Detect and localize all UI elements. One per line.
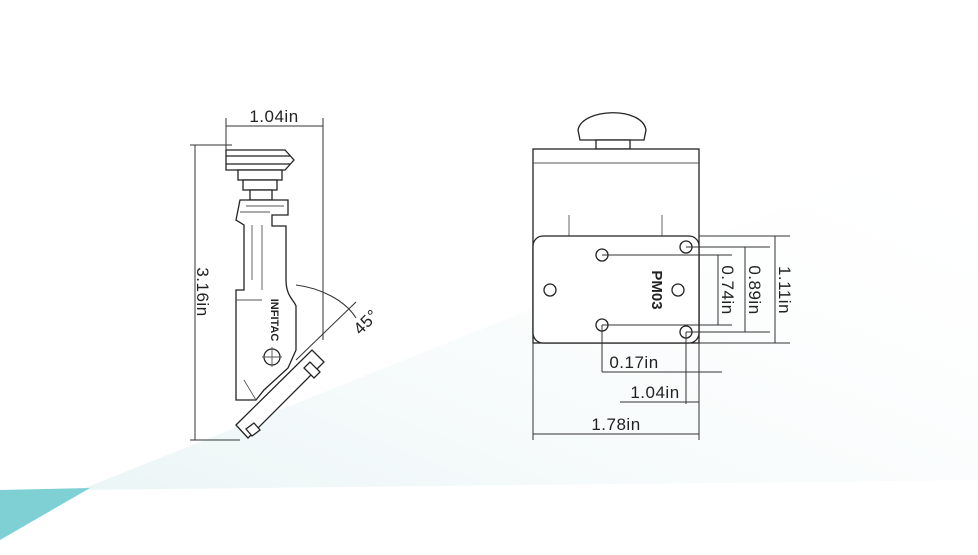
brand-label: INFITAC bbox=[268, 299, 280, 342]
dim-1-04: 1.04in bbox=[630, 383, 679, 402]
mount-body-side: INFITAC bbox=[235, 199, 297, 401]
model-label: PM03 bbox=[648, 270, 665, 309]
front-view: PM03 0.74in 0.89in 1.11in 0.17in 1.04in … bbox=[532, 112, 794, 440]
thumb-knob bbox=[225, 149, 295, 201]
side-width-dimension: 1.04in bbox=[249, 107, 298, 126]
side-height-dimension: 3.16in bbox=[193, 267, 212, 316]
angle-dimension: 45° bbox=[350, 306, 383, 339]
adapter-plate bbox=[532, 235, 700, 344]
hole-mid-right bbox=[671, 283, 685, 297]
angled-base-plate bbox=[235, 349, 325, 439]
accent-corner-shape bbox=[0, 488, 90, 540]
hole-mid-left bbox=[543, 283, 557, 297]
dim-0-89: 0.89in bbox=[745, 265, 764, 314]
front-knob bbox=[577, 112, 647, 150]
dim-1-78: 1.78in bbox=[591, 415, 640, 434]
dim-0-17: 0.17in bbox=[609, 353, 658, 372]
dim-0-74: 0.74in bbox=[718, 265, 737, 314]
side-view: 1.04in 3.16in INFITAC bbox=[190, 107, 383, 441]
background-light-wedge bbox=[80, 130, 978, 490]
dim-1-11: 1.11in bbox=[775, 266, 794, 314]
